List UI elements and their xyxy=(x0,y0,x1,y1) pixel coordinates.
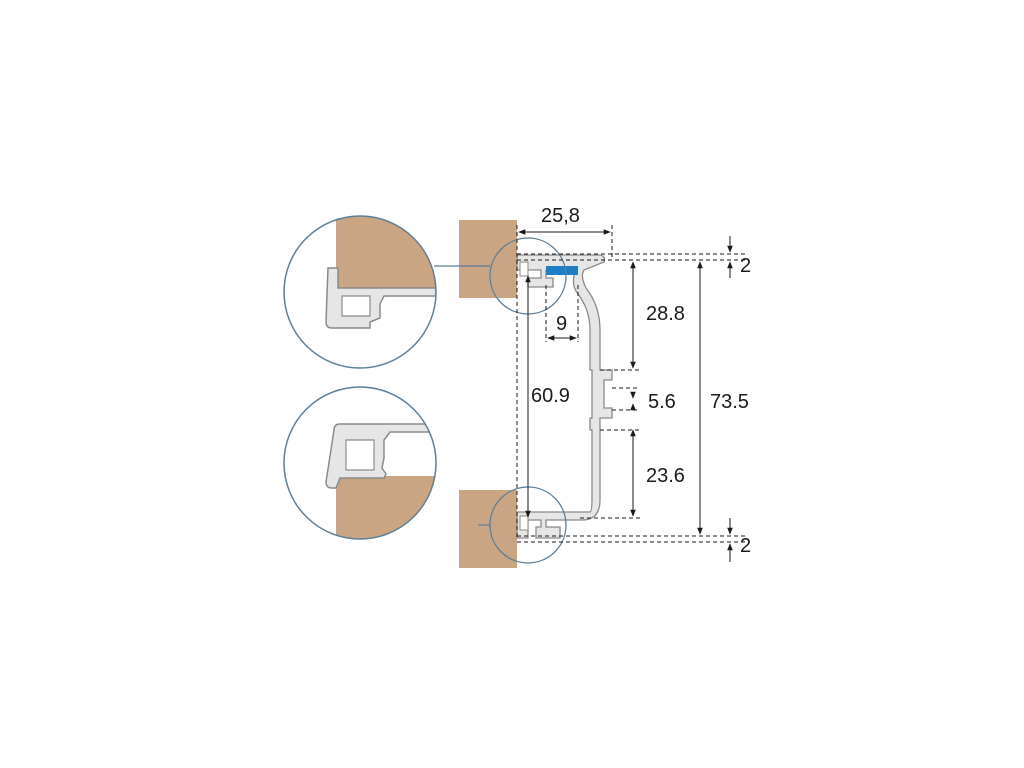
dim-gap-top: 2 xyxy=(740,255,751,277)
dim-slot-width: 9 xyxy=(556,313,567,335)
dim-gap-bottom: 2 xyxy=(740,535,751,557)
seal-strip xyxy=(546,266,578,275)
dim-width-top: 25,8 xyxy=(541,205,580,227)
lower-wood-panel xyxy=(459,490,517,568)
extension-lines xyxy=(516,225,745,543)
dimension-lines xyxy=(518,229,733,562)
top-slot xyxy=(519,261,529,277)
bottom-detail-circle xyxy=(283,386,437,540)
aluminum-profile xyxy=(516,254,613,539)
upper-wood-panel xyxy=(459,220,517,298)
bottom-slot xyxy=(519,515,529,531)
bottom-detail-view xyxy=(284,387,436,539)
top-detail-circle xyxy=(283,215,437,369)
dim-upper-section: 28.8 xyxy=(646,303,685,325)
dim-slot-height: 5.6 xyxy=(648,391,676,413)
dim-inner-height: 60.9 xyxy=(531,385,570,407)
dim-lower-section: 23.6 xyxy=(646,465,685,487)
dim-total-height: 73.5 xyxy=(710,391,749,413)
